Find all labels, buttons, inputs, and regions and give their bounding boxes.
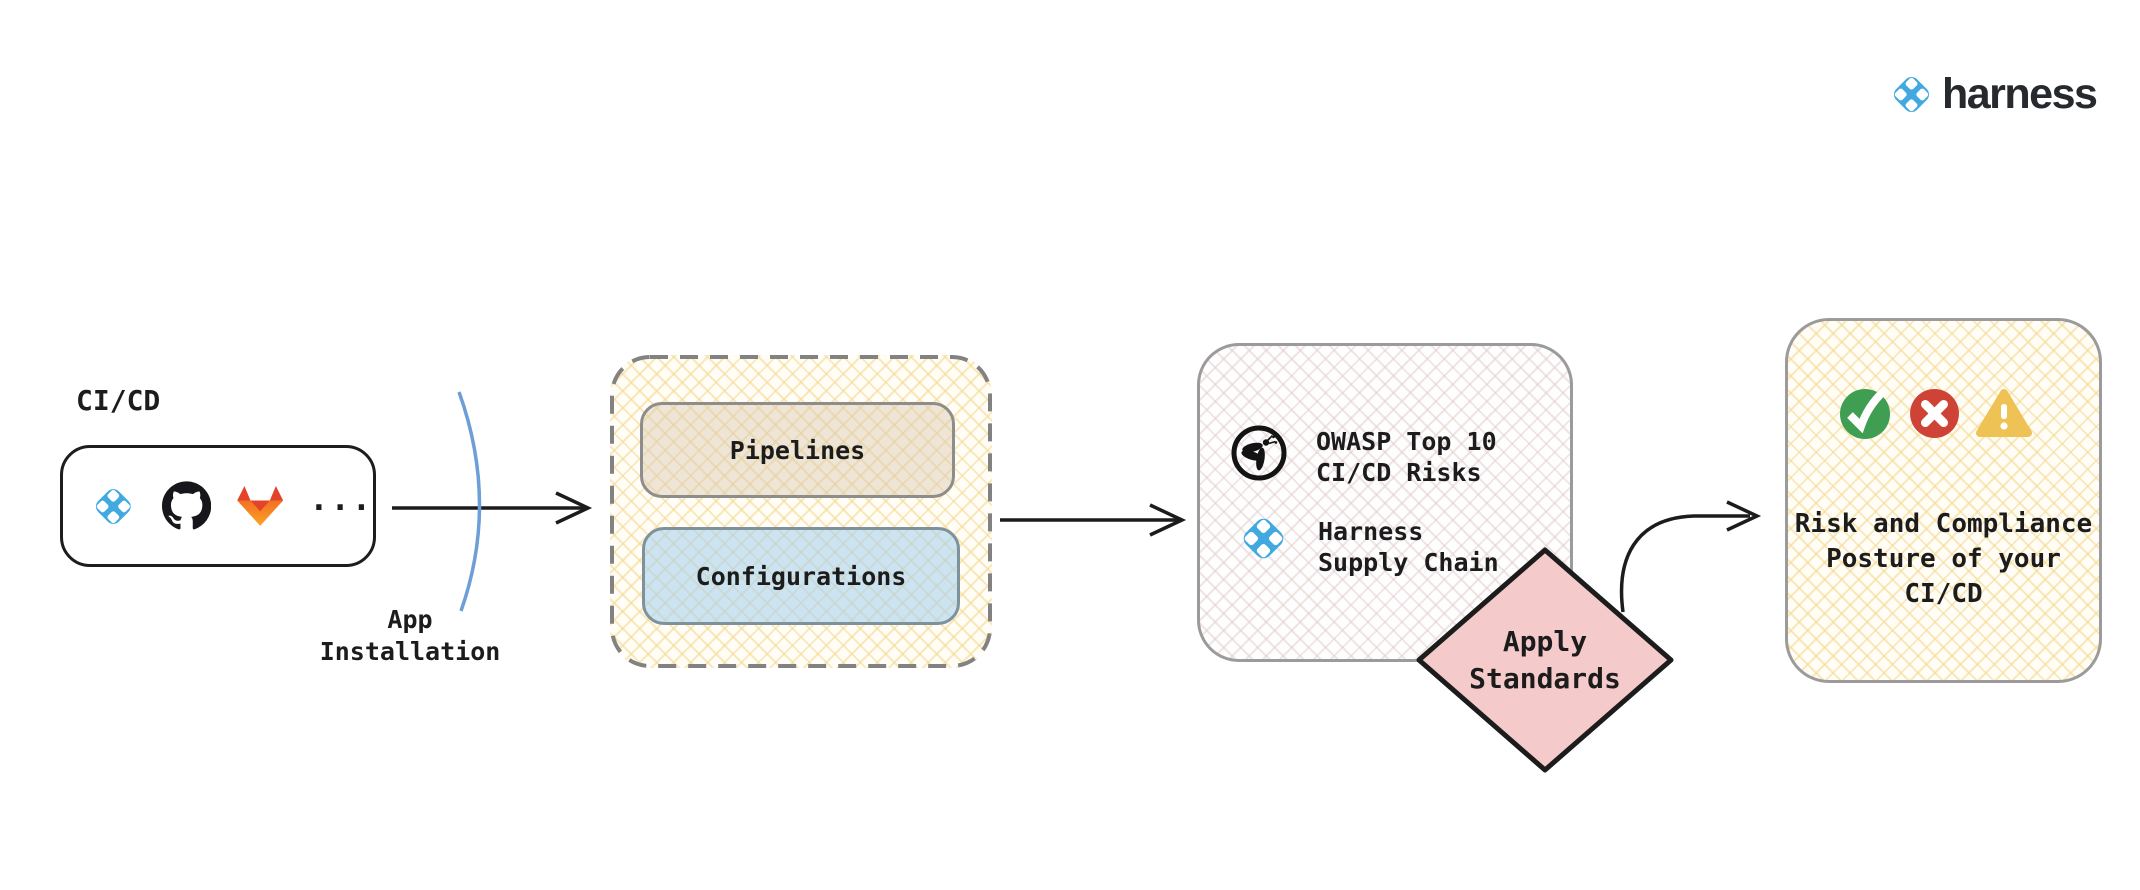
configurations-label: Configurations <box>695 561 907 591</box>
pipeline-group-box: Pipelines Configurations <box>610 355 992 668</box>
gitlab-icon <box>236 481 284 532</box>
warning-triangle-icon <box>1975 386 2033 440</box>
configurations-box: Configurations <box>642 527 960 625</box>
harness-logo: harness <box>1888 70 2098 119</box>
app-installation-label: App Installation <box>319 605 501 666</box>
result-label: Risk and Compliance Posture of your CI/C… <box>1794 509 2093 609</box>
harness-logo-icon <box>1888 71 1935 118</box>
diamond-shape <box>1416 547 1674 773</box>
error-x-icon <box>1908 387 1961 440</box>
dashed-border <box>610 355 992 668</box>
pipelines-box: Pipelines <box>640 402 955 498</box>
apply-standards-diamond: Apply Standards <box>1413 544 1677 776</box>
status-icons <box>1838 385 2033 441</box>
app-installation-arc <box>457 391 482 612</box>
more-tools-ellipsis: ... <box>309 480 373 518</box>
cicd-label: CI/CD <box>76 384 161 417</box>
harness-wordmark: harness <box>1942 70 2098 118</box>
apply-standards-label: Apply Standards <box>1469 625 1621 695</box>
owasp-icon <box>1229 423 1289 483</box>
cicd-tools-box: ... <box>60 445 376 567</box>
pipelines-label: Pipelines <box>729 435 866 465</box>
result-box: Risk and Compliance Posture of your CI/C… <box>1785 318 2102 683</box>
success-check-icon <box>1838 385 1894 441</box>
harness-supply-chain-label: Harness Supply Chain <box>1318 517 1499 577</box>
harness-icon <box>90 479 137 534</box>
owasp-label: OWASP Top 10 CI/CD Risks <box>1316 427 1497 487</box>
harness-supply-chain-icon <box>1237 512 1290 565</box>
github-icon <box>162 477 211 535</box>
